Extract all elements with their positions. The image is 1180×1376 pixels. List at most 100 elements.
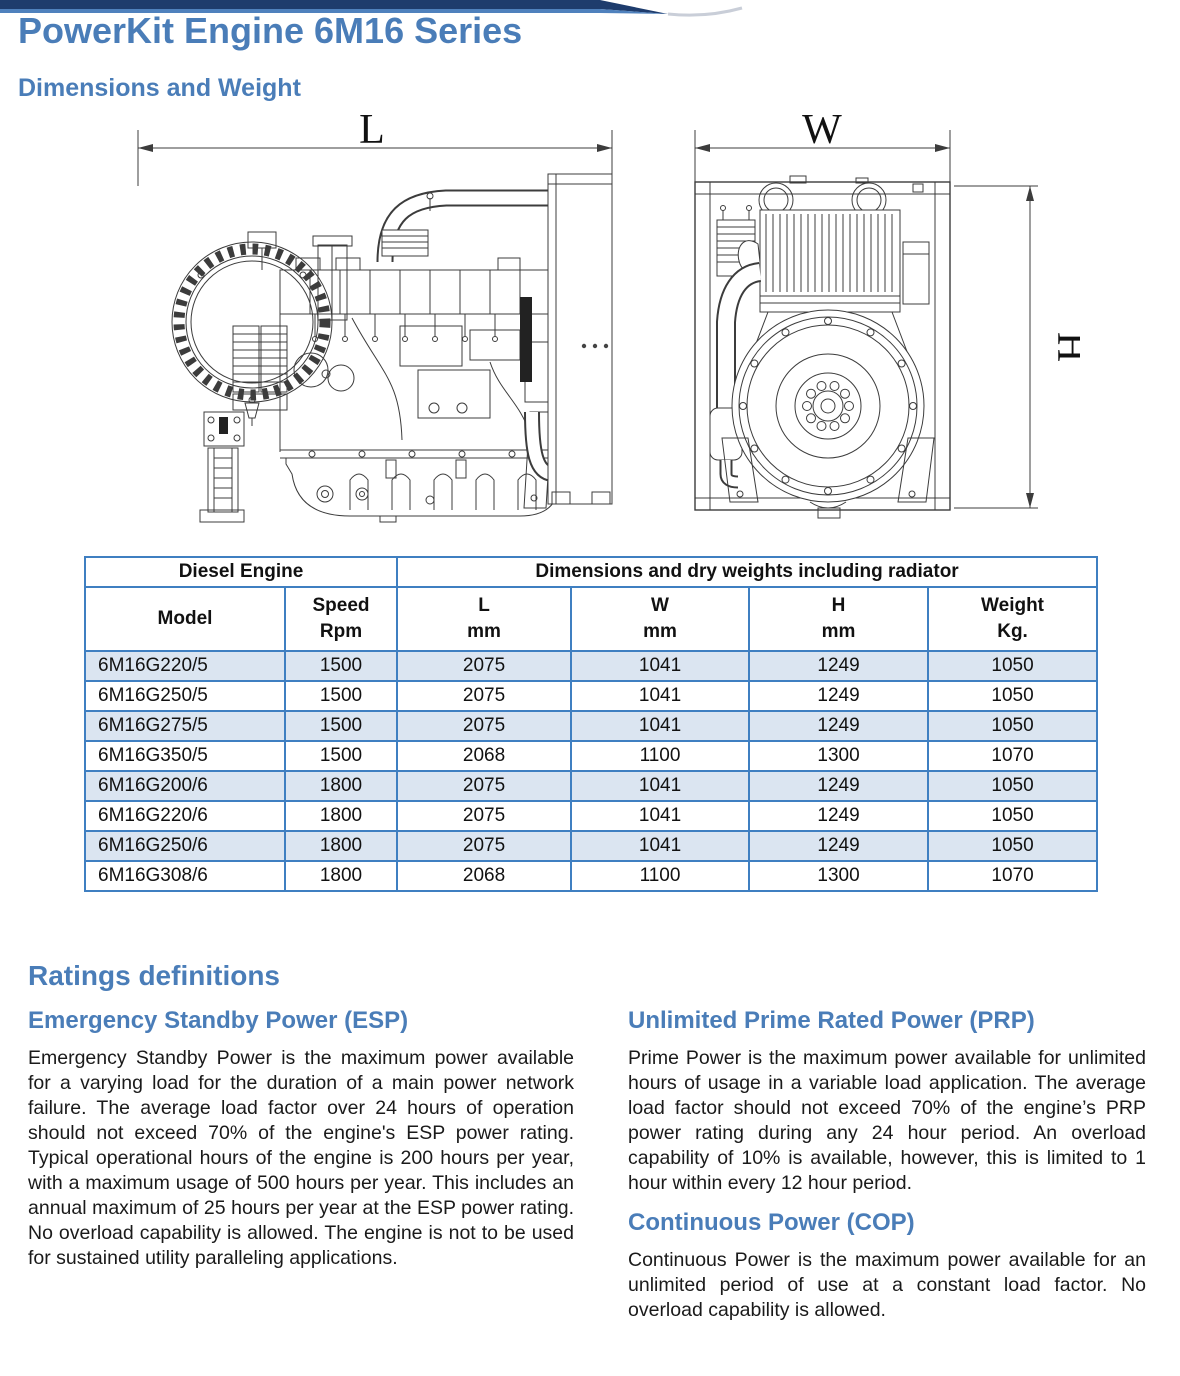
table-column-header-row: Model Speed Rpm L mm W mm H mm xyxy=(84,586,1099,652)
left-mount-bracket xyxy=(199,411,245,523)
cell-weight: 1070 xyxy=(927,740,1099,772)
cell-speed: 1800 xyxy=(283,800,399,832)
esp-body: Emergency Standby Power is the maximum p… xyxy=(28,1047,574,1269)
cell-weight: 1050 xyxy=(927,650,1099,682)
esp-title: Emergency Standby Power (ESP) xyxy=(28,1007,409,1034)
heat-exchanger xyxy=(758,182,930,313)
cell-w: 1100 xyxy=(570,740,751,772)
prp-body: Prime Power is the maximum power availab… xyxy=(628,1047,1146,1194)
cell-speed: 1800 xyxy=(283,770,399,802)
col-label: Weight xyxy=(981,595,1045,616)
col-header-weight: Weight Kg. xyxy=(927,586,1099,652)
dimensions-weight-table: Diesel Engine Dimensions and dry weights… xyxy=(83,556,1099,892)
col-sublabel: Kg. xyxy=(997,621,1028,642)
col-header-model: Model xyxy=(84,586,286,652)
col-header-height: H mm xyxy=(748,586,930,652)
dim-label-L: L xyxy=(359,112,385,153)
cell-speed: 1800 xyxy=(283,860,399,892)
flywheel xyxy=(731,309,925,503)
cell-w: 1041 xyxy=(570,830,751,862)
page-title: PowerKit Engine 6M16 Series xyxy=(18,10,523,51)
dim-label-H: H xyxy=(1048,332,1080,362)
cell-l: 2075 xyxy=(396,830,573,862)
cell-model: 6M16G275/5 xyxy=(84,710,286,742)
fan-ring xyxy=(171,241,333,426)
col-label: H xyxy=(831,595,846,616)
dimension-line-W: W xyxy=(694,112,951,182)
cell-w: 1041 xyxy=(570,800,751,832)
cell-l: 2075 xyxy=(396,800,573,832)
cell-weight: 1050 xyxy=(927,800,1099,832)
col-sublabel: mm xyxy=(467,621,501,642)
col-header-length: L mm xyxy=(396,586,573,652)
col-sublabel: Rpm xyxy=(319,621,363,642)
radiator-frame xyxy=(694,175,951,511)
cell-model: 6M16G220/5 xyxy=(84,650,286,682)
cell-h: 1249 xyxy=(748,710,930,742)
prp-title: Unlimited Prime Rated Power (PRP) xyxy=(628,1007,1035,1034)
cell-l: 2075 xyxy=(396,710,573,742)
masthead-tip-blue xyxy=(600,9,668,14)
cell-l: 2068 xyxy=(396,860,573,892)
col-sublabel: mm xyxy=(821,621,856,642)
cell-weight: 1050 xyxy=(927,680,1099,712)
cell-l: 2075 xyxy=(396,770,573,802)
cell-h: 1249 xyxy=(748,680,930,712)
col-label: L xyxy=(478,595,490,616)
masthead-gray-tail xyxy=(667,6,743,17)
col-header-speed: Speed Rpm xyxy=(283,586,399,652)
cell-h: 1249 xyxy=(748,800,930,832)
cell-h: 1300 xyxy=(748,740,930,772)
dimension-line-H: H xyxy=(954,185,1080,509)
table-group-header-row: Diesel Engine Dimensions and dry weights… xyxy=(83,556,1099,588)
group-header-dimensions: Dimensions and dry weights including rad… xyxy=(396,556,1099,588)
col-label: Model xyxy=(157,608,213,629)
section-title-dimensions: Dimensions and Weight xyxy=(18,74,301,102)
cell-speed: 1800 xyxy=(283,830,399,862)
col-sublabel: mm xyxy=(643,621,677,642)
ratings-right-column: Unlimited Prime Rated Power (PRP) Prime … xyxy=(628,1006,1146,1323)
dim-label-W: W xyxy=(802,112,842,153)
cell-h: 1300 xyxy=(748,860,930,892)
cell-w: 1041 xyxy=(570,680,751,712)
col-label: Speed xyxy=(312,595,370,616)
cell-weight: 1070 xyxy=(927,860,1099,892)
masthead-navy-bar xyxy=(0,0,600,9)
ratings-left-column: Emergency Standby Power (ESP) Emergency … xyxy=(28,1006,574,1271)
cell-model: 6M16G250/5 xyxy=(84,680,286,712)
cell-weight: 1050 xyxy=(927,710,1099,742)
cell-l: 2075 xyxy=(396,650,573,682)
cell-weight: 1050 xyxy=(927,770,1099,802)
cell-h: 1249 xyxy=(748,770,930,802)
cell-h: 1249 xyxy=(748,650,930,682)
cell-speed: 1500 xyxy=(283,650,399,682)
col-header-width: W mm xyxy=(570,586,751,652)
group-header-diesel-engine: Diesel Engine xyxy=(83,556,399,588)
masthead-blue-underline xyxy=(0,9,600,13)
cell-w: 1041 xyxy=(570,710,751,742)
cop-title: Continuous Power (COP) xyxy=(628,1209,915,1236)
cell-model: 6M16G250/6 xyxy=(84,830,286,862)
cell-speed: 1500 xyxy=(283,680,399,712)
cell-h: 1249 xyxy=(748,830,930,862)
cell-weight: 1050 xyxy=(927,830,1099,862)
cop-body: Continuous Power is the maximum power av… xyxy=(628,1249,1146,1321)
cell-model: 6M16G308/6 xyxy=(84,860,286,892)
cell-w: 1041 xyxy=(570,650,751,682)
masthead-tip xyxy=(600,0,668,14)
cell-l: 2075 xyxy=(396,680,573,712)
col-label: W xyxy=(651,595,669,616)
engine-block xyxy=(232,189,563,523)
engine-mounts xyxy=(721,437,935,519)
cell-model: 6M16G200/6 xyxy=(84,770,286,802)
cell-w: 1041 xyxy=(570,770,751,802)
